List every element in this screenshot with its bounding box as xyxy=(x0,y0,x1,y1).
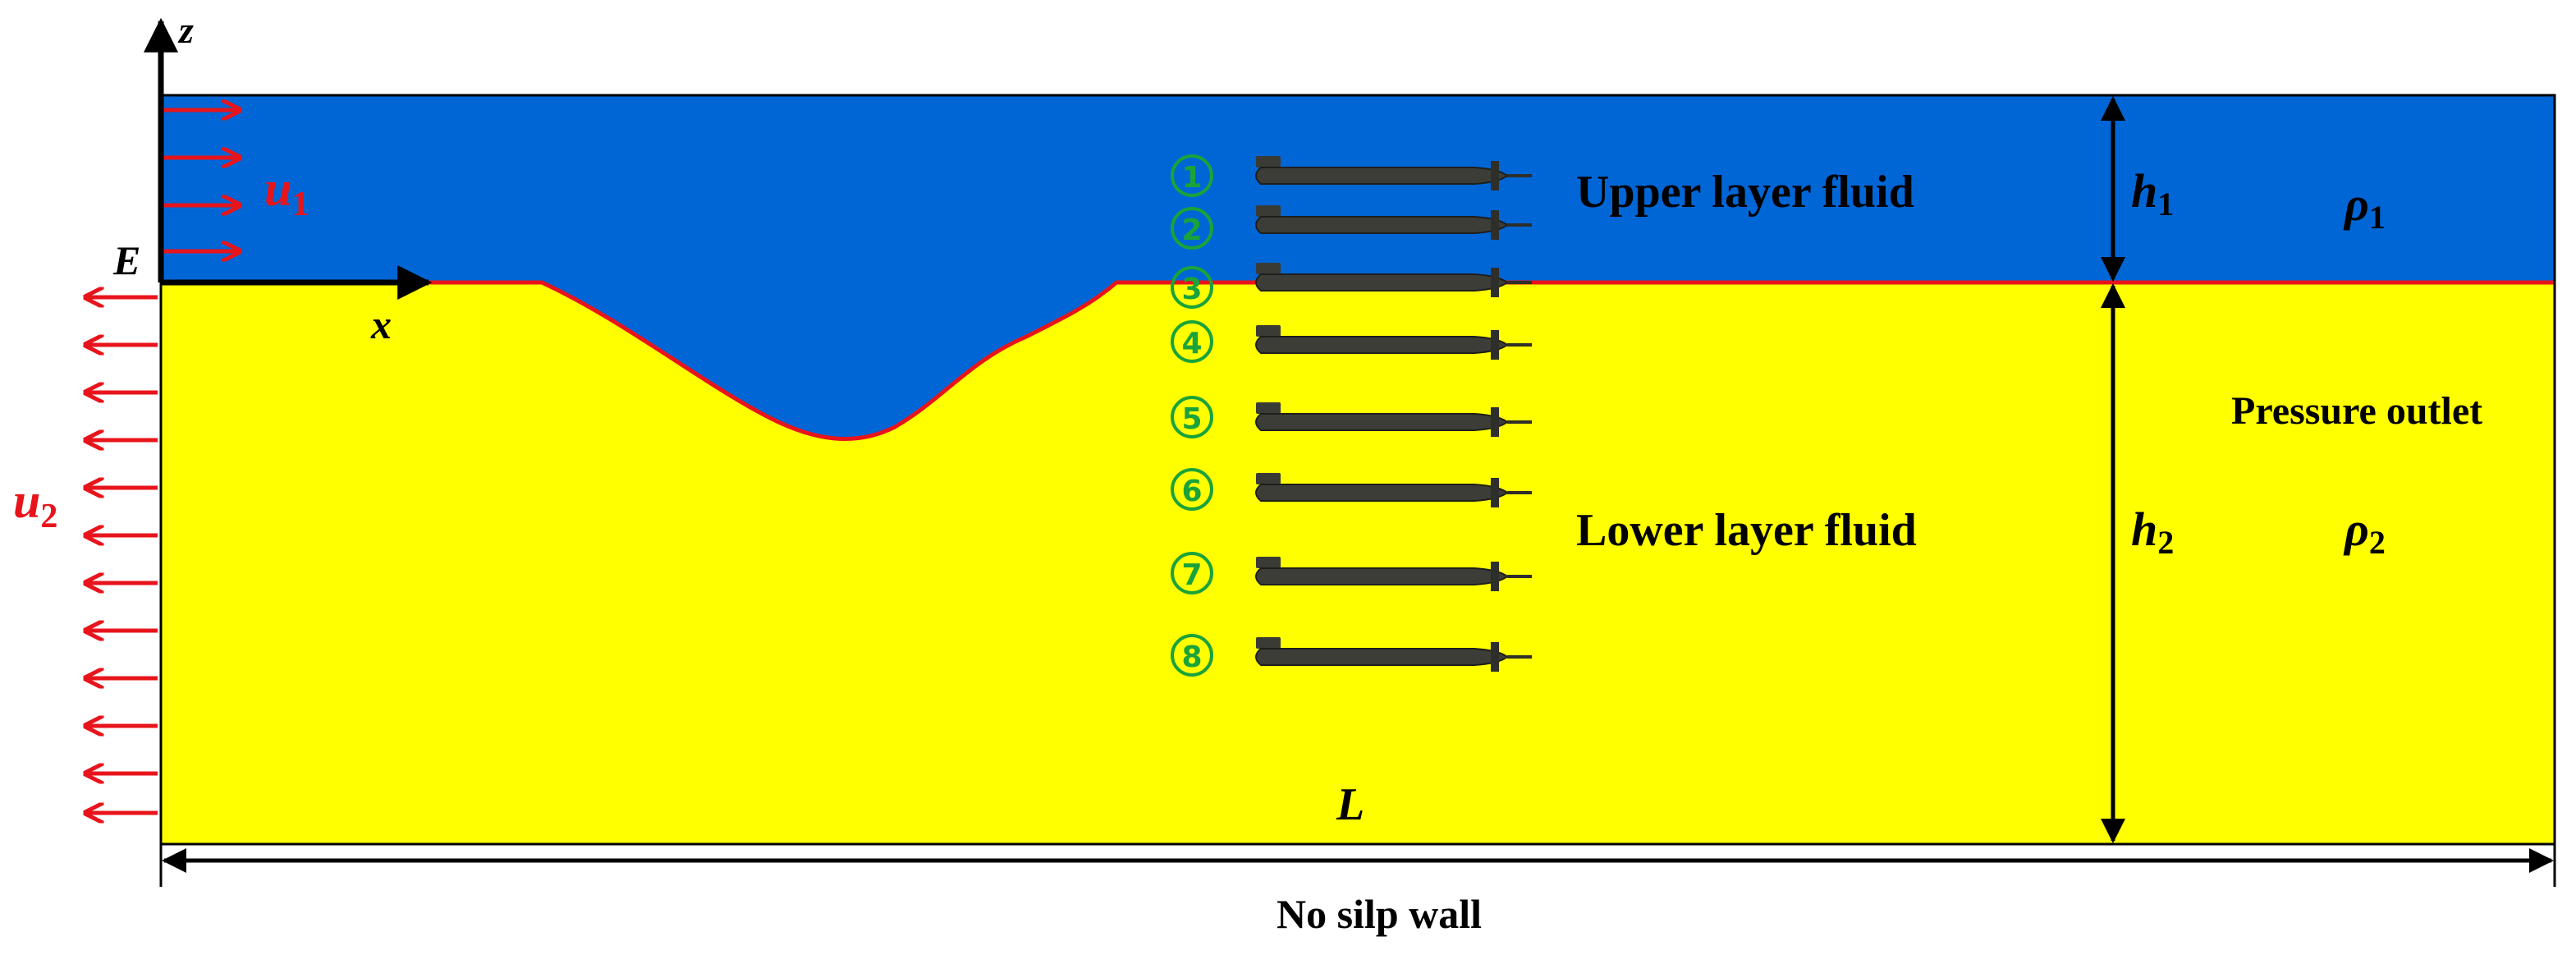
upper-layer-label: Upper layer fluid xyxy=(1576,167,1914,218)
marker-2-label: 2 xyxy=(1181,213,1202,247)
lower-layer-region xyxy=(161,282,2555,844)
marker-1-label: 1 xyxy=(1181,161,1202,195)
lower-velocity-label: u2 xyxy=(13,474,57,535)
length-label: L xyxy=(1336,779,1364,830)
marker-3 xyxy=(1171,266,1213,309)
interface-line xyxy=(161,280,2555,441)
marker-5 xyxy=(1171,396,1213,438)
upper-layer-region xyxy=(161,95,2555,282)
marker-4-label: 4 xyxy=(1181,327,1202,360)
marker-7 xyxy=(1171,552,1213,594)
rho2-label: ρ2 xyxy=(2343,503,2386,561)
marker-7-label: 7 xyxy=(1181,558,1202,592)
marker-8 xyxy=(1171,634,1213,677)
domain-border xyxy=(159,94,2556,846)
lower-layer-label: Lower layer fluid xyxy=(1576,505,1917,556)
h2-label: h2 xyxy=(2131,503,2174,561)
marker-2 xyxy=(1171,207,1213,250)
no-slip-wall-label: No silp wall xyxy=(1277,891,1482,937)
marker-1 xyxy=(1171,154,1213,197)
marker-6-label: 6 xyxy=(1181,475,1202,508)
upper-velocity-label: u1 xyxy=(264,162,309,223)
marker-8-label: 8 xyxy=(1181,640,1202,674)
z-axis-label: z xyxy=(177,9,194,51)
origin-label: E xyxy=(112,237,140,283)
marker-3-label: 3 xyxy=(1181,273,1202,306)
marker-5-label: 5 xyxy=(1181,402,1202,436)
submarine-markers xyxy=(1171,154,1213,677)
pressure-outlet-label: Pressure outlet xyxy=(2231,389,2482,433)
submarine-marker-numbers: 1 2 3 4 5 6 7 8 xyxy=(1181,161,1202,674)
upper-inflow-arrows xyxy=(164,110,240,251)
marker-6 xyxy=(1171,468,1213,511)
h1-label: h1 xyxy=(2131,164,2174,223)
internal-wave-trough xyxy=(542,282,1116,439)
x-axis-label: x xyxy=(370,301,392,347)
rho1-label: ρ1 xyxy=(2343,177,2386,236)
marker-4 xyxy=(1171,320,1213,363)
lower-outflow-arrows xyxy=(85,297,158,813)
